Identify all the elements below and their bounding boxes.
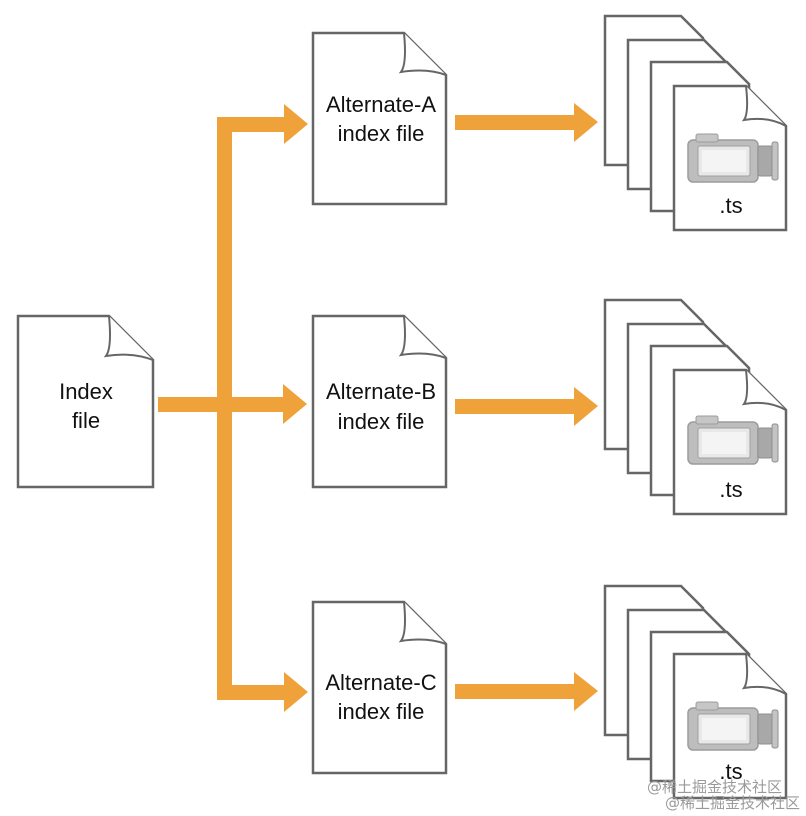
seg-arrow-a-stem [455, 115, 575, 130]
index-file-label-line1: Index [59, 379, 113, 404]
segment-b-label: .ts [719, 477, 742, 502]
branch-b-arrowhead [283, 384, 307, 424]
branch-c-stem [217, 685, 285, 700]
alternate-c-doc: Alternate-C index file [311, 600, 448, 775]
alternate-b-label-line1: Alternate-B [326, 379, 436, 404]
trunk-vertical [217, 117, 232, 700]
alternate-a-label-line1: Alternate-A [326, 92, 436, 117]
seg-arrow-c-head [574, 672, 598, 711]
branch-a-arrowhead [284, 104, 308, 144]
index-file-label-line2: file [72, 408, 100, 433]
index-file-doc: Index file [16, 314, 155, 489]
segment-stack-c: .ts [603, 584, 788, 800]
segment-a-label: .ts [719, 193, 742, 218]
watermark-line2: @稀土掘金技术社区 [664, 794, 800, 812]
alternate-a-doc: Alternate-A index file [311, 31, 448, 206]
segment-c-label: .ts [719, 759, 742, 784]
watermark-line1: @稀土掘金技术社区 [646, 778, 782, 796]
segment-stack-b: .ts [603, 298, 788, 516]
seg-arrow-b-head [574, 387, 598, 426]
alternate-b-doc: Alternate-B index file [311, 314, 448, 489]
alternate-c-label-line1: Alternate-C [325, 670, 436, 695]
branch-a-stem [217, 117, 285, 132]
seg-arrow-a-head [574, 103, 598, 142]
seg-arrow-b-stem [455, 399, 575, 414]
seg-arrow-c-stem [455, 684, 575, 699]
alternate-b-label-line2: index file [338, 409, 425, 434]
alternate-c-label-line2: index file [338, 699, 425, 724]
arrows [158, 103, 598, 712]
alternate-a-label-line2: index file [338, 121, 425, 146]
branch-c-arrowhead [284, 672, 308, 712]
segment-stack-a: .ts [603, 14, 788, 232]
